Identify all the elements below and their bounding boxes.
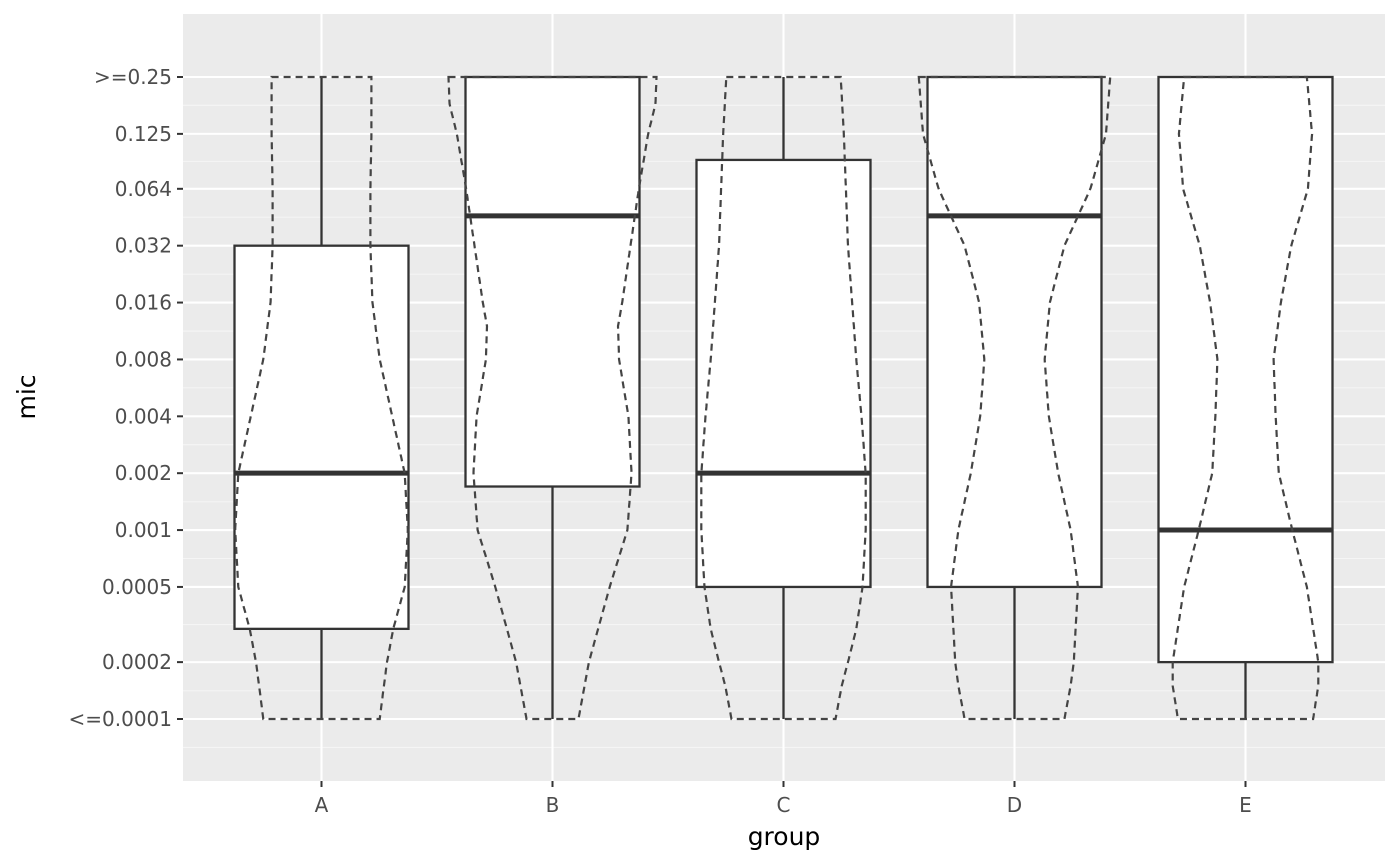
x-tick-label: C [777, 793, 791, 817]
y-tick-label: 0.0002 [102, 650, 172, 674]
y-tick-label: <=0.0001 [69, 707, 173, 731]
violin-e [1171, 75, 1320, 721]
y-tick-label: 0.032 [115, 234, 172, 258]
violin-a [234, 75, 409, 721]
x-tick-label: E [1239, 793, 1252, 817]
box-c [695, 158, 872, 589]
y-tick-label: 0.125 [115, 122, 172, 146]
boxes-layer [233, 75, 1334, 719]
box-e [1157, 75, 1334, 664]
violin-c [700, 75, 867, 721]
y-axis-title: mic [12, 374, 41, 419]
box-d [926, 75, 1103, 589]
y-tick-label: 0.016 [115, 291, 172, 315]
y-tick-label: 0.001 [115, 518, 172, 542]
x-axis: A B C D E [315, 781, 1252, 817]
violin-d [917, 75, 1112, 721]
y-tick-label: >=0.25 [94, 65, 172, 89]
x-tick-label: A [315, 793, 329, 817]
violin-b [447, 75, 658, 721]
y-tick-label: 0.004 [115, 404, 172, 428]
box-a [233, 244, 410, 631]
box-b [464, 75, 641, 488]
x-axis-title: group [748, 822, 821, 851]
y-tick-label: 0.002 [115, 461, 172, 485]
x-tick-label: B [546, 793, 560, 817]
x-tick-label: D [1007, 793, 1022, 817]
y-tick-label: 0.008 [115, 347, 172, 371]
y-tick-label: 0.064 [115, 177, 172, 201]
y-axis: >=0.25 0.125 0.064 0.032 0.016 0.008 0.004 0.00… [69, 65, 183, 731]
y-tick-label: 0.0005 [102, 575, 172, 599]
violins-layer [234, 75, 1320, 721]
